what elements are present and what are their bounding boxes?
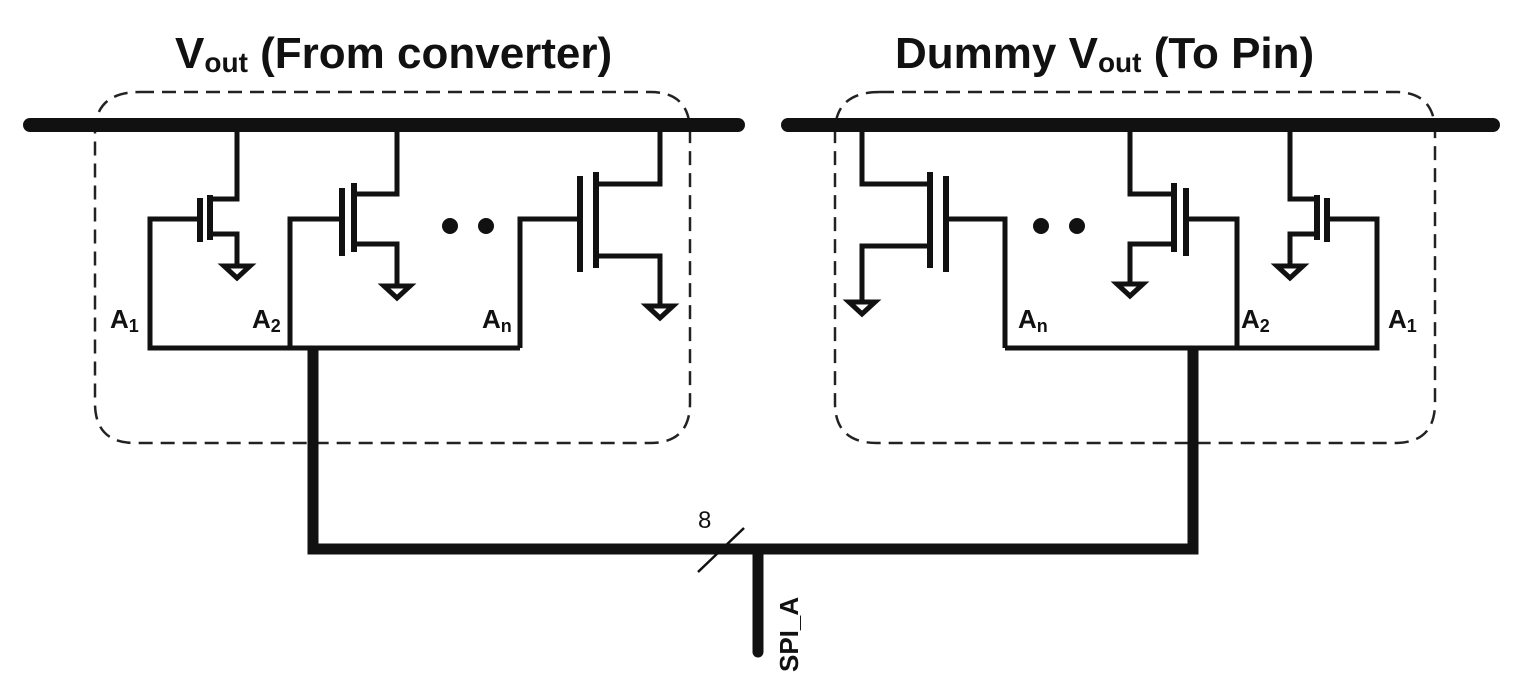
- right-transistor-an: [842, 125, 1008, 348]
- right-label-an: An: [1018, 304, 1048, 336]
- bus-width-slash: [697, 527, 745, 573]
- left-block-title: Vout (From converter): [175, 29, 612, 78]
- right-ellipsis: [1033, 218, 1085, 234]
- right-block-title: Dummy Vout (To Pin): [895, 29, 1314, 78]
- control-bus: [307, 350, 1199, 555]
- right-label-a2: A2: [1241, 304, 1270, 336]
- right-transistor-a2: [1005, 125, 1240, 351]
- left-label-a1: A1: [110, 304, 139, 336]
- left-ellipsis: [442, 218, 494, 234]
- left-label-an: An: [482, 304, 512, 336]
- spi-signal-label: SPI_A: [774, 597, 804, 672]
- left-block-outline: [93, 90, 692, 445]
- right-label-a1: A1: [1388, 304, 1417, 336]
- left-label-a2: A2: [252, 304, 281, 336]
- right-block-outline: [833, 90, 1437, 445]
- left-transistor-an: [517, 125, 680, 348]
- left-transistor-a2: [287, 125, 520, 351]
- right-transistor-a1: [1237, 125, 1380, 351]
- left-transistor-a1: [147, 125, 290, 351]
- bus-width-label: 8: [698, 507, 711, 534]
